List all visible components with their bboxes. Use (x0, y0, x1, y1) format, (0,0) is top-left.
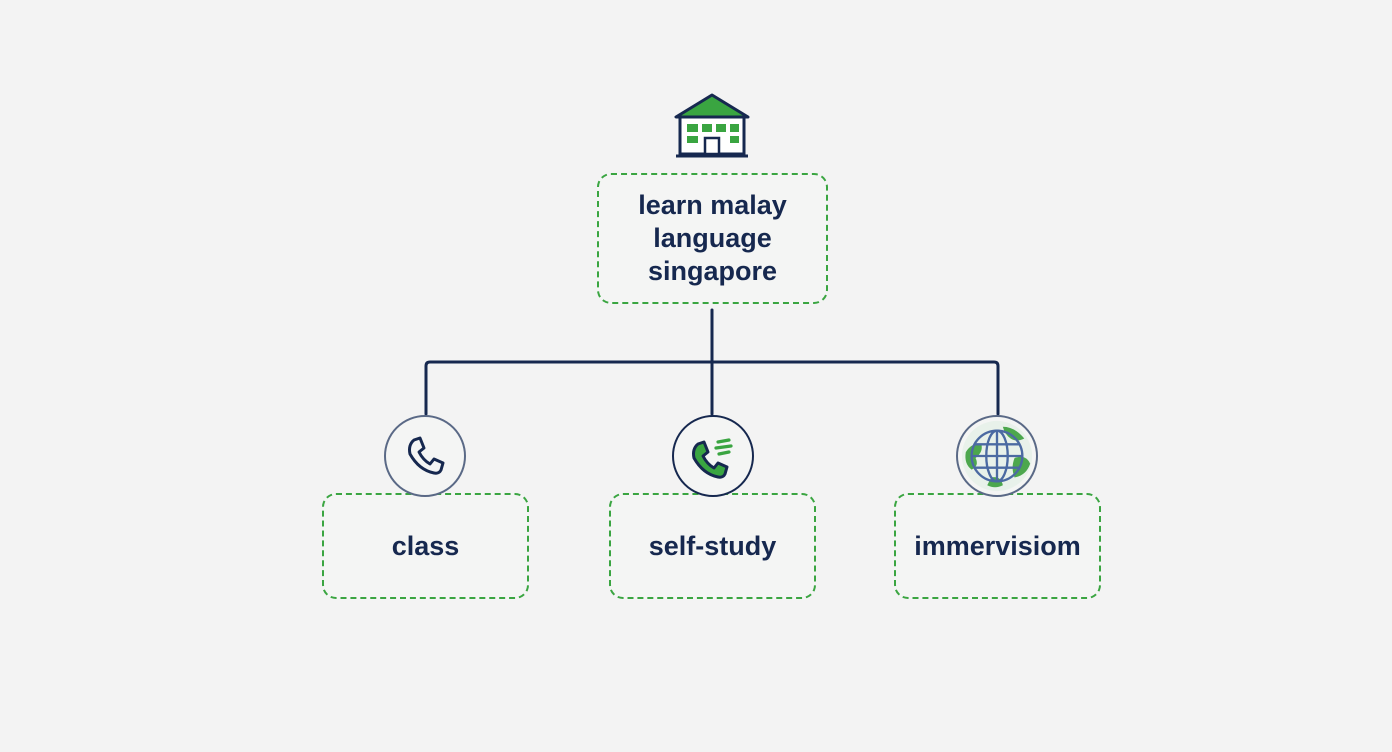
child-label-self-study: self-study (648, 530, 777, 561)
child-node-self-study: self-study (609, 493, 816, 599)
globe-icon (961, 420, 1033, 492)
root-label-line-2: language (653, 223, 772, 253)
phone-ringing-icon (692, 438, 733, 479)
child-label-class: class (391, 530, 460, 561)
child-label-immersion: immervisiom (914, 530, 1081, 561)
connector-branch (424, 360, 1000, 416)
icon-bubble-self-study (672, 415, 754, 497)
child-node-class: class (322, 493, 529, 599)
icon-bubble-class (384, 415, 466, 497)
root-label-line-3: singapore (647, 256, 778, 286)
phone-icon (408, 436, 445, 475)
child-node-immersion: immervisiom (894, 493, 1101, 599)
icon-bubble-immersion (956, 415, 1038, 497)
root-node: learn malay language singapore (597, 173, 828, 304)
root-label-line-1: learn malay (638, 190, 787, 220)
school-building-icon (674, 93, 750, 158)
